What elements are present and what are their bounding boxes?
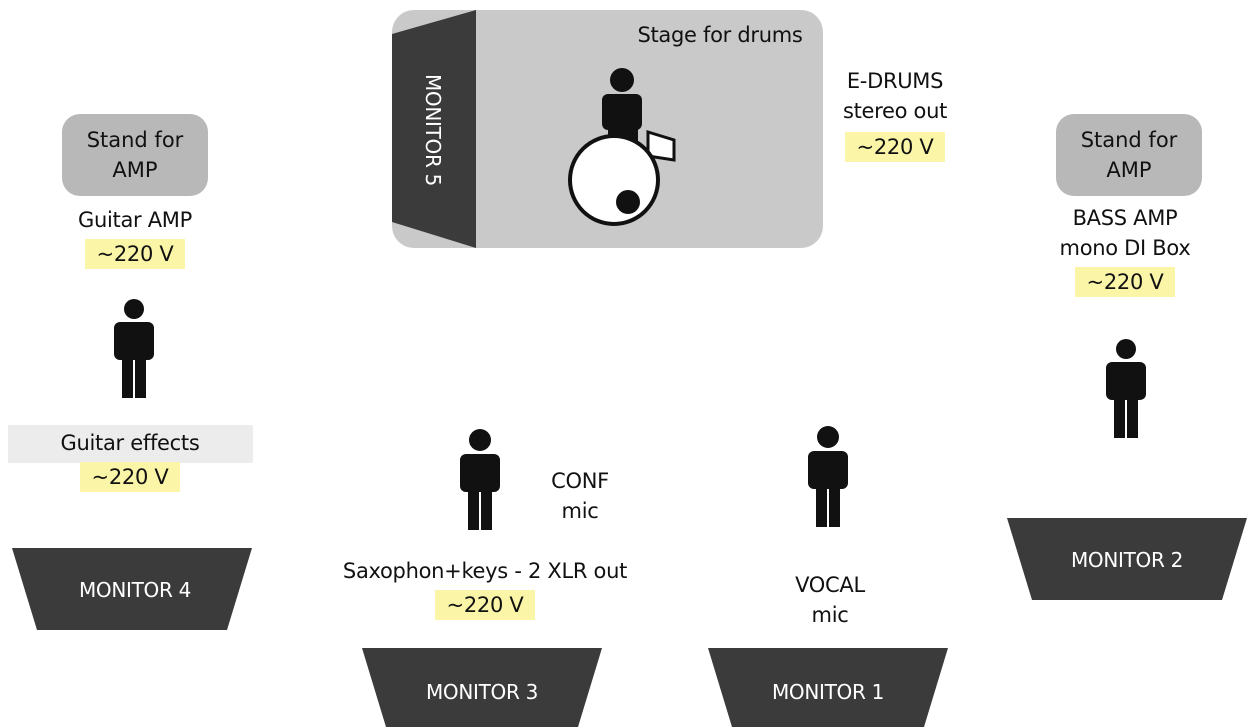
bass-player-person-icon [1106, 339, 1146, 438]
stage-label-text: Stage for drums [637, 23, 803, 47]
guitarist-person-icon [114, 299, 154, 398]
vocal-mic-line-1: VOCAL [795, 573, 865, 597]
monitor-1-label: MONITOR 1 [771, 680, 885, 704]
sax-player-person-icon [460, 429, 500, 530]
edrums-power: ~220 V [844, 132, 946, 162]
bass-amp-line-2: mono DI Box [1059, 236, 1191, 260]
guitar-effects-band [8, 425, 253, 463]
conf-mic-line-1: CONF [551, 469, 609, 493]
conf-mic-info: CONF mic [530, 466, 630, 526]
right-stand-line-1: Stand for [1080, 128, 1178, 152]
monitor-3-wedge [362, 648, 602, 727]
bass-drum-icon [568, 129, 676, 226]
monitor-4-wedge [12, 548, 252, 630]
guitar-effects-power: ~220 V [79, 462, 181, 492]
guitar-amp-power: ~220 V [84, 239, 186, 269]
conf-mic-line-2: mic [561, 499, 599, 523]
monitor-2-wedge [1007, 518, 1247, 600]
left-amp-stand: Stand for AMP [62, 114, 208, 196]
sax-keys-info: Saxophon+keys - 2 XLR out ~220 V [310, 556, 660, 620]
edrums-line-1: E-DRUMS [846, 69, 944, 93]
right-amp-stand: Stand for AMP [1056, 114, 1202, 196]
guitar-amp-label: Guitar AMP [78, 208, 192, 232]
monitor-1-wedge [708, 648, 948, 727]
drummer-person-icon [602, 68, 642, 142]
sax-keys-power: ~220 V [434, 590, 536, 620]
edrums-info: E-DRUMS stereo out ~220 V [795, 66, 995, 162]
sax-keys-label: Saxophon+keys - 2 XLR out [342, 559, 628, 583]
vocal-mic-line-2: mic [811, 603, 849, 627]
bass-amp-power: ~220 V [1074, 267, 1176, 297]
stage-label: Stage for drums [600, 20, 840, 50]
monitor-5-wedge [392, 10, 476, 248]
left-stand-line-1: Stand for [86, 128, 184, 152]
guitar-effects-label: Guitar effects [60, 431, 200, 455]
edrums-line-2: stereo out [842, 99, 948, 123]
right-stand-line-2: AMP [1106, 158, 1152, 182]
monitor-3-label: MONITOR 3 [425, 680, 539, 704]
vocalist-person-icon [808, 426, 848, 527]
guitar-effects-info: Guitar effects ~220 V [25, 428, 235, 492]
monitor-2-label: MONITOR 2 [1070, 548, 1184, 572]
bass-amp-line-1: BASS AMP [1072, 206, 1178, 230]
monitor-5-label: MONITOR 5 [421, 73, 445, 187]
guitar-amp-info: Guitar AMP ~220 V [35, 205, 235, 269]
vocal-mic-info: VOCAL mic [780, 570, 880, 630]
bass-amp-info: BASS AMP mono DI Box ~220 V [1025, 203, 1225, 297]
monitor-4-label: MONITOR 4 [78, 578, 192, 602]
left-stand-line-2: AMP [112, 158, 158, 182]
